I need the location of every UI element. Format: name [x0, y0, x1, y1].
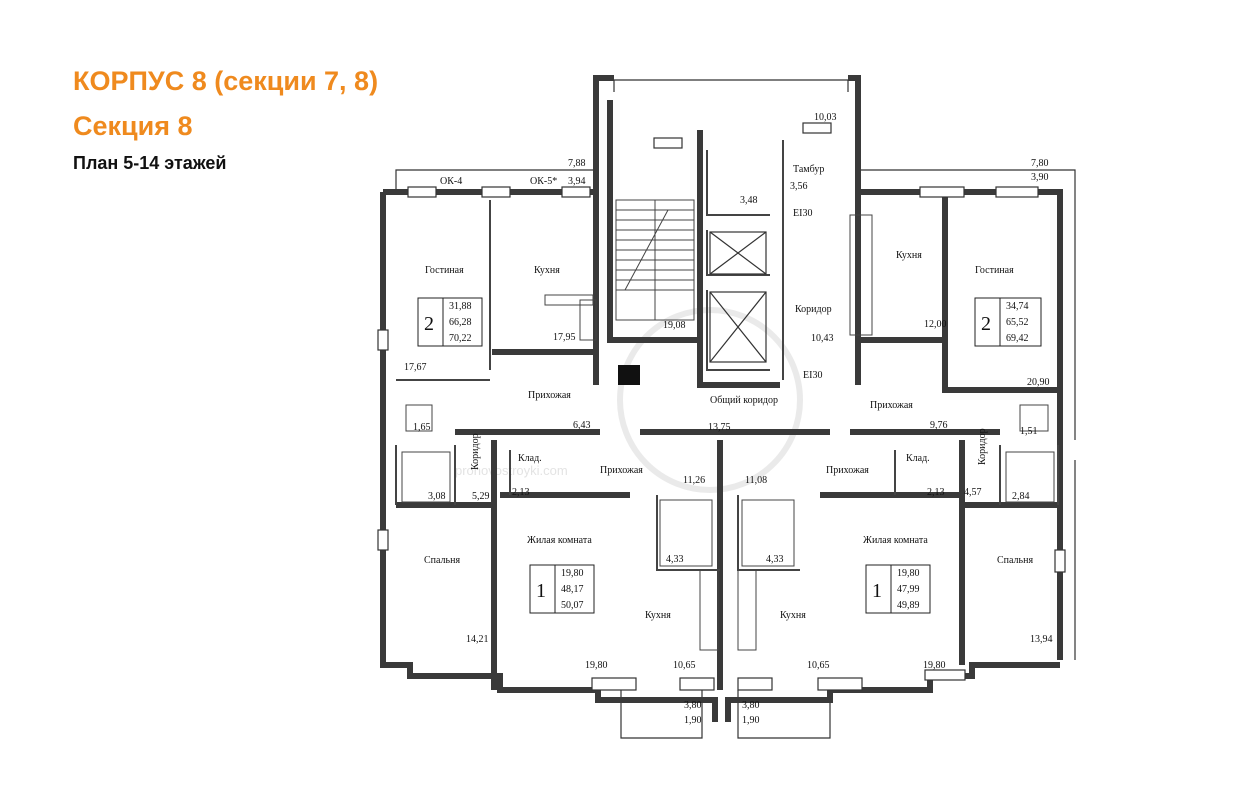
bathrooms — [401, 404, 1055, 567]
shaft-block — [618, 365, 640, 385]
apt-right2-room-count: 2 — [981, 313, 991, 335]
apt-left1-total-area: 48,17 — [561, 584, 584, 595]
apt-left1-balcony-b: 1,90 — [684, 715, 702, 726]
apt-right1-hall-label: Прихожая — [826, 465, 869, 476]
apt-right2-bedroom-area: 13,94 — [1030, 634, 1053, 645]
apt-right1-balcony-b: 1,90 — [742, 715, 760, 726]
door-fire-rating-bottom: EI30 — [803, 370, 822, 381]
apt-right2-living-room-label: Гостиная — [975, 265, 1014, 276]
balcony-left-area-a: 7,88 — [568, 158, 586, 169]
windows — [377, 122, 1066, 691]
apt-left2-bath-area: 3,08 — [428, 491, 446, 502]
small-room-area: 3,48 — [740, 195, 758, 206]
stairs — [615, 199, 695, 321]
apt-left2-total-area: 66,28 — [449, 317, 472, 328]
apt-right2-hall-area: 9,76 — [930, 420, 948, 431]
apt-left1-kitchen-label: Кухня — [645, 610, 671, 621]
walls — [380, 75, 1063, 722]
corridor-area: 10,43 — [811, 333, 834, 344]
apt-left2-living-room-label: Гостиная — [425, 265, 464, 276]
tambur-area: 3,56 — [790, 181, 808, 192]
balcony-right-area-b: 3,90 — [1031, 172, 1049, 183]
apt-left1-balcony-a: 3,80 — [684, 700, 702, 711]
apt-right1-kitchen-label: Кухня — [780, 610, 806, 621]
section-title: Секция 8 — [73, 111, 193, 141]
apt-left2-hall-area: 6,43 — [573, 420, 591, 431]
apt-right1-kitchen-area: 10,65 — [807, 660, 830, 671]
balcony-right-area-a: 7,80 — [1031, 158, 1049, 169]
apt-right2-area-box — [974, 297, 1042, 347]
apt-right2-kitchen-area: 12,00 — [924, 319, 947, 330]
common-corridor-label: Общий коридор — [710, 395, 778, 406]
kitchen-fixtures — [544, 214, 873, 651]
tambur-label: Тамбур — [793, 164, 824, 175]
window-mark-ok5: ОК-5* — [530, 176, 557, 187]
apt-right2-living-area: 34,74 — [1006, 301, 1029, 312]
apt-left2-area-box — [417, 297, 483, 347]
apt-left1-storage-area: 2,13 — [512, 487, 530, 498]
apt-left2-living-area: 31,88 — [449, 301, 472, 312]
apt-left1-room-count: 1 — [536, 580, 546, 602]
apt-right1-hall-area: 11,08 — [745, 475, 767, 486]
apt-right2-bedroom-label: Спальня — [997, 555, 1033, 566]
apt-left1-bath-area: 4,33 — [666, 554, 684, 565]
building-title: КОРПУС 8 (секции 7, 8) — [73, 66, 379, 96]
floor-plan-caption: План 5-14 этажей — [73, 153, 227, 173]
door-fire-rating-top: EI30 — [793, 208, 812, 219]
apt-left2-kitchen-area: 17,95 — [553, 332, 576, 343]
apt-left2-room-count: 2 — [424, 313, 434, 335]
balcony-top-area: 10,03 — [814, 112, 837, 123]
apt-right1-living-area: 19,80 — [897, 568, 920, 579]
stair-area: 19,08 — [663, 320, 686, 331]
apt-left2-wc-area: 1,65 — [413, 422, 431, 433]
apt-left1-area-box — [529, 564, 595, 614]
apt-right2-bath-area: 2,84 — [1012, 491, 1030, 502]
apt-left1-room-area: 19,80 — [585, 660, 608, 671]
watermark-text: pronovostroyki.com — [455, 463, 568, 478]
apt-right2-corridor-label: Коридор — [977, 428, 988, 465]
apt-right1-room-label: Жилая комната — [863, 535, 928, 546]
apt-left2-corridor-label: Коридор — [470, 433, 481, 470]
apt-left2-hall-label: Прихожая — [528, 390, 571, 401]
apt-left1-storage-label: Клад. — [518, 453, 542, 464]
apt-left1-room-label: Жилая комната — [527, 535, 592, 546]
apt-right2-room-area: 20,90 — [1027, 377, 1050, 388]
apt-right2-hall-label: Прихожая — [870, 400, 913, 411]
apt-left1-kitchen-area: 10,65 — [673, 660, 696, 671]
apt-right2-wc-area: 1,51 — [1020, 426, 1038, 437]
common-corridor-area: 13,75 — [708, 422, 731, 433]
apt-right1-room-area: 19,80 — [923, 660, 946, 671]
apt-right1-balcony-a: 3,80 — [742, 700, 760, 711]
apt-right2-total-with-balcony: 69,42 — [1006, 333, 1029, 344]
apt-left1-hall-label: Прихожая — [600, 465, 643, 476]
balconies — [395, 79, 1076, 739]
elevator-shafts — [709, 231, 767, 363]
apt-right1-room-count: 1 — [872, 580, 882, 602]
apt-right1-area-box — [865, 564, 931, 614]
apt-right2-corridor-area: 4,57 — [964, 487, 982, 498]
apt-right2-total-area: 65,52 — [1006, 317, 1029, 328]
apt-left1-living-area: 19,80 — [561, 568, 584, 579]
apt-left1-hall-area: 11,26 — [683, 475, 705, 486]
apt-right2-kitchen-label: Кухня — [896, 250, 922, 261]
apt-left2-room-area: 17,67 — [404, 362, 427, 373]
apt-left2-total-with-balcony: 70,22 — [449, 333, 472, 344]
apt-right1-storage-label: Клад. — [906, 453, 930, 464]
apt-left2-corridor-area: 5,29 — [472, 491, 490, 502]
apt-right1-total-with-balcony: 49,89 — [897, 600, 920, 611]
apt-right1-storage-area: 2,13 — [927, 487, 945, 498]
apt-right1-bath-area: 4,33 — [766, 554, 784, 565]
apt-right1-total-area: 47,99 — [897, 584, 920, 595]
balcony-left-area-b: 3,94 — [568, 176, 586, 187]
apt-left2-bedroom-area: 14,21 — [466, 634, 489, 645]
window-mark-ok4: ОК-4 — [440, 176, 462, 187]
apt-left1-total-with-balcony: 50,07 — [561, 600, 584, 611]
corridor-label: Коридор — [795, 304, 832, 315]
apt-left2-bedroom-label: Спальня — [424, 555, 460, 566]
apt-left2-kitchen-label: Кухня — [534, 265, 560, 276]
